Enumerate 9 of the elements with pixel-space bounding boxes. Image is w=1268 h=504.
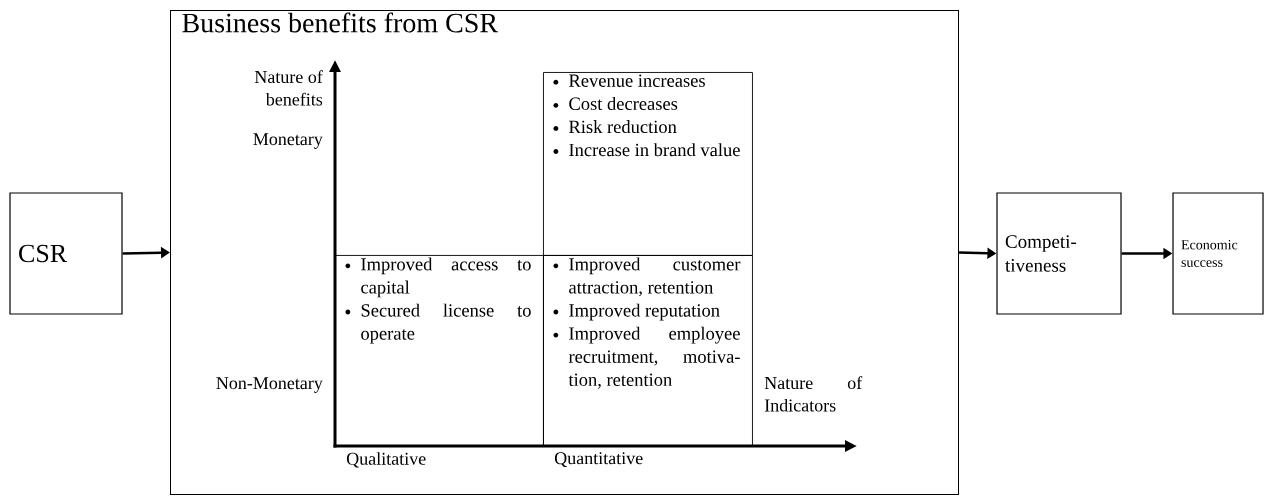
axis-label: Quantitative xyxy=(554,452,643,468)
process-box: CSR xyxy=(9,192,123,315)
axis-label: Nature of benefits xyxy=(254,70,323,106)
quadrant-cell: Improved access to capital Secured license to operate xyxy=(335,255,544,447)
process-box: Competi- tiveness xyxy=(996,192,1122,315)
quadrant-cell: Improved customer attraction, retention Improved reputation Improved employee recruitment, motiva- tion, retention xyxy=(543,255,753,447)
quadrant-cell: Revenue increases Cost decreases Risk reduction Increase in brand value xyxy=(543,72,753,256)
axis-label: Monetary xyxy=(253,133,323,149)
process-box: Economic success xyxy=(1172,192,1264,315)
